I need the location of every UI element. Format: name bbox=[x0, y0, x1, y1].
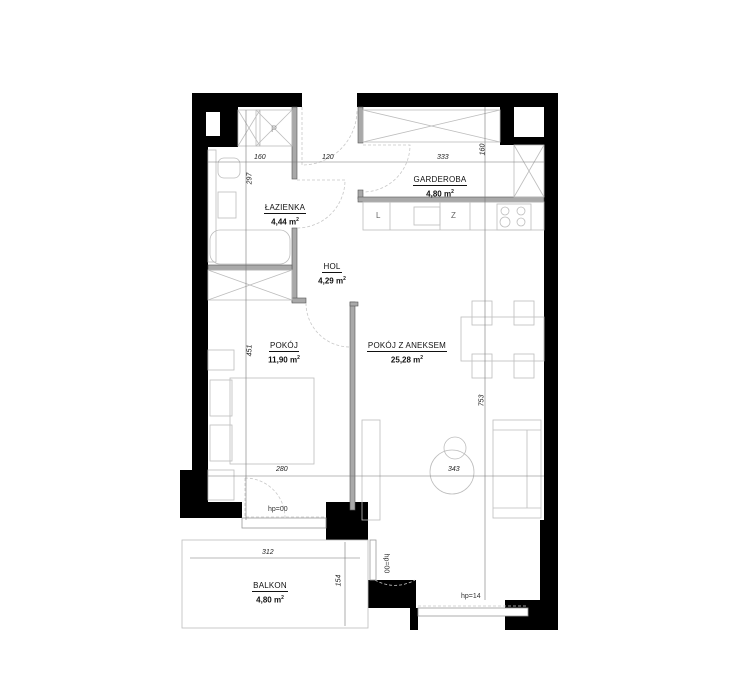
windows bbox=[241, 517, 529, 617]
room-name: BALKON bbox=[252, 581, 288, 592]
threshold-pokoj: hp=00 bbox=[268, 506, 288, 513]
room-area: 4,44 m2 bbox=[271, 217, 299, 227]
dim-garderoba-depth: 160 bbox=[479, 143, 487, 156]
dim-hol-width: 120 bbox=[322, 154, 334, 161]
kitchen-dishwasher-label: Z bbox=[451, 211, 456, 220]
threshold-aneks-window: hp=14 bbox=[461, 593, 481, 600]
threshold-balkon: hp=00 bbox=[382, 553, 390, 574]
room-name: ŁAZIENKA bbox=[263, 203, 307, 214]
room-label-lazienka: ŁAZIENKA 4,44 m2 bbox=[255, 197, 315, 228]
room-area: 25,28 m2 bbox=[390, 355, 424, 365]
room-label-pokoj-z-aneksem: POKÓJ Z ANEKSEM 25,28 m2 bbox=[362, 335, 452, 366]
room-label-pokoj: POKÓJ 11,90 m2 bbox=[254, 335, 314, 366]
shaft-label: P bbox=[271, 124, 278, 134]
room-name: POKÓJ bbox=[268, 341, 300, 352]
dim-aneks-height: 753 bbox=[478, 394, 486, 407]
kitchen-fridge-label: L bbox=[376, 211, 381, 220]
room-label-balkon: BALKON 4,80 m2 bbox=[240, 575, 300, 606]
structural-walls bbox=[180, 93, 558, 630]
fixtures bbox=[181, 109, 545, 629]
dim-balkon-depth: 154 bbox=[335, 574, 343, 587]
dim-pokoj-height: 451 bbox=[246, 344, 254, 357]
room-name: HOL bbox=[322, 262, 342, 273]
dim-garderoba-width: 333 bbox=[437, 154, 449, 161]
room-area: 11,90 m2 bbox=[268, 355, 300, 365]
dim-lazienka-height: 297 bbox=[246, 172, 254, 185]
room-label-garderoba: GARDEROBA 4,80 m2 bbox=[405, 169, 475, 200]
dim-pokoj-width: 280 bbox=[276, 466, 288, 473]
room-name: POKÓJ Z ANEKSEM bbox=[366, 341, 448, 352]
room-name: GARDEROBA bbox=[412, 175, 468, 186]
dimension-lines bbox=[190, 107, 544, 626]
room-label-hol: HOL 4,29 m2 bbox=[302, 256, 362, 287]
door-swings bbox=[244, 107, 528, 607]
room-area: 4,80 m2 bbox=[256, 595, 284, 605]
partition-walls bbox=[207, 106, 545, 511]
dim-aneks-width: 343 bbox=[448, 466, 460, 473]
dim-lazienka-width: 160 bbox=[254, 154, 266, 161]
room-area: 4,80 m2 bbox=[426, 189, 454, 199]
room-area: 4,29 m2 bbox=[318, 276, 346, 286]
dim-balkon-width: 312 bbox=[262, 549, 274, 556]
